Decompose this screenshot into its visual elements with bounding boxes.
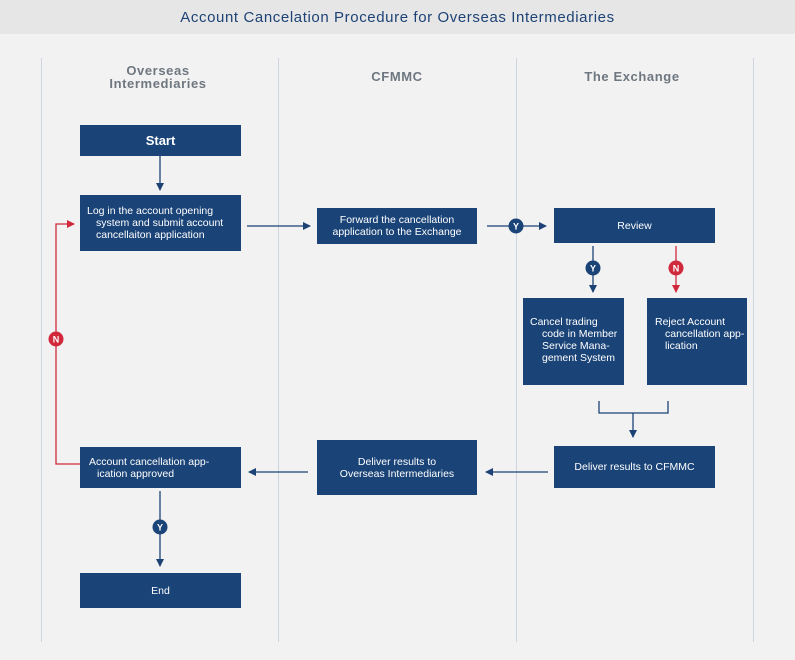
step-forward-application: Forward the cancellation application to … [317, 208, 477, 244]
lane-divider [41, 58, 42, 642]
step-review-label: Review [617, 219, 652, 232]
step-deliver-results-overseas: Deliver results to Overseas Intermediari… [317, 440, 477, 495]
badge-yes-approved: Y [152, 519, 168, 535]
step-application-approved: Account cancellation app- ication approv… [80, 447, 241, 488]
lane-header-exchange: The Exchange [584, 69, 680, 84]
badge-no-review: N [668, 260, 684, 276]
step-cancel-trading-code: Cancel trading code in Member Service Ma… [523, 298, 624, 385]
step-end: End [80, 573, 241, 608]
lane-divider [753, 58, 754, 642]
svg-text:N: N [53, 335, 60, 345]
step-start-label: Start [145, 132, 176, 148]
step-cancel-trading-code-label: Cancel trading code in Member Service Ma… [530, 316, 618, 364]
badge-no-loop: N [48, 331, 64, 347]
step-deliver-results-overseas-label: Deliver results to Overseas Intermediari… [339, 455, 455, 480]
svg-text:Y: Y [513, 222, 519, 232]
badge-yes-review: Y [585, 260, 601, 276]
title-bar: Account Cancelation Procedure for Overse… [0, 0, 795, 34]
svg-text:Y: Y [590, 264, 596, 274]
badge-yes-forward: Y [508, 218, 524, 234]
lane-divider [516, 58, 517, 642]
lane-header-cfmmc: CFMMC [371, 69, 423, 84]
step-login-submit: Log in the account opening system and su… [80, 195, 241, 251]
step-application-approved-label: Account cancellation app- ication approv… [89, 456, 210, 480]
step-forward-application-label: Forward the cancellation application to … [332, 214, 462, 238]
step-reject-cancellation-label: Reject Account cancellation app- licatio… [655, 316, 745, 352]
step-reject-cancellation: Reject Account cancellation app- licatio… [647, 298, 747, 385]
step-end-label: End [151, 584, 170, 597]
lane-header-overseas: Overseas Intermediaries [109, 63, 207, 91]
diagram-title: Account Cancelation Procedure for Overse… [180, 8, 615, 26]
step-deliver-results-cfmmc-label: Deliver results to CFMMC [574, 461, 695, 473]
step-deliver-results-cfmmc: Deliver results to CFMMC [554, 446, 715, 488]
step-login-submit-label: Log in the account opening system and su… [87, 205, 224, 241]
svg-text:Y: Y [157, 523, 163, 533]
step-review: Review [554, 208, 715, 243]
step-start: Start [80, 125, 241, 156]
merge-connector [598, 401, 669, 414]
lane-divider [278, 58, 279, 642]
svg-text:N: N [673, 264, 680, 274]
